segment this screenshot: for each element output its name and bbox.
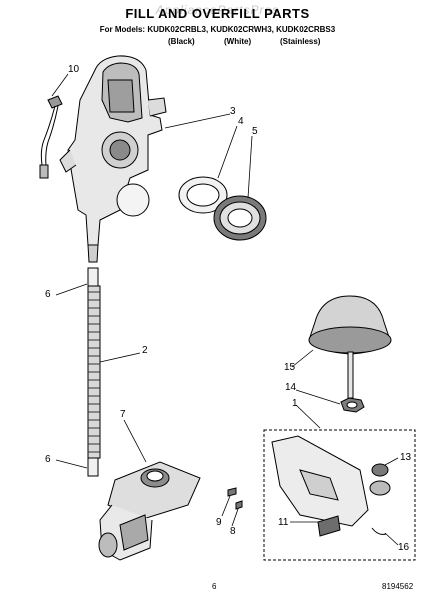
leader-lines [51,73,399,546]
callout-11-label: 11 [278,517,289,528]
color-label-stainless: (Stainless) [280,37,321,46]
fill-valve [98,461,201,561]
gasket [178,176,228,214]
callout-6-lower-label: 6 [45,454,51,465]
screws [227,487,243,510]
page-title: FILL AND OVERFILL PARTS [125,6,310,21]
callout-6-upper-label: 6 [45,289,51,300]
callout-9-label: 9 [216,517,222,528]
color-label-white: (White) [224,37,252,46]
callout-8-label: 8 [230,526,236,537]
callout-2-label: 2 [142,345,148,356]
callout-7-label: 7 [120,409,126,420]
watermark: AppliancePartsPros [155,3,280,17]
fill-funnel-assembly [59,55,167,263]
callout-3-label: 3 [230,106,236,117]
color-label-black: (Black) [168,37,195,46]
wire-harness [39,95,63,179]
callout-14-label: 14 [285,382,297,393]
callout-10-label: 10 [68,64,80,75]
callout-13-label: 13 [400,452,412,463]
float [308,295,392,399]
overfill-switch-assembly [263,429,416,561]
float-cap [213,195,267,241]
models-line: For Models: KUDK02CRBL3, KUDK02CRWH3, KU… [99,25,336,34]
callout-15-label: 15 [284,362,296,373]
page-number: 6 [212,582,217,591]
callout-1-label: 1 [292,398,298,409]
float-nut [340,397,365,413]
callout-16-label: 16 [398,542,410,553]
document-number: 8194562 [382,582,414,591]
callout-4-label: 4 [238,116,244,127]
fill-hose [87,267,101,477]
callout-5-label: 5 [252,126,258,137]
